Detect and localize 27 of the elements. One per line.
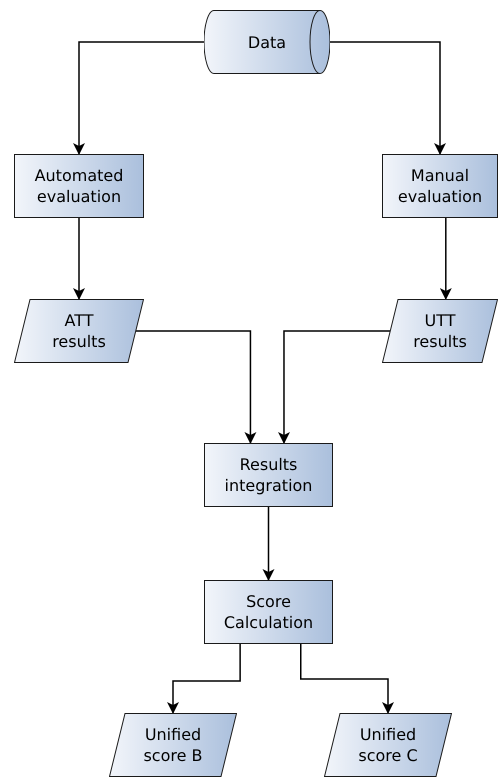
data-parallelogram: [14, 299, 144, 363]
data-parallelogram: [324, 713, 452, 777]
process-box: [204, 580, 333, 644]
node-label: Automated evaluation: [34, 165, 124, 207]
data-parallelogram: [109, 713, 237, 777]
arrow: [262, 507, 274, 581]
arrow: [278, 330, 390, 444]
node-label: Results integration: [224, 454, 314, 496]
process-box: [14, 154, 144, 218]
node-label: Manual evaluation: [396, 165, 484, 207]
arrow: [167, 644, 241, 714]
data-cylinder: [204, 10, 330, 74]
node-label: UTT results: [412, 310, 468, 352]
node-label: Unified score C: [357, 724, 419, 766]
node-label: ATT results: [51, 310, 107, 352]
arrow: [300, 644, 394, 714]
arrow: [136, 330, 256, 444]
process-box: [382, 154, 498, 218]
node-label: Data: [248, 32, 286, 52]
node-label: Unified score B: [142, 724, 204, 766]
arrow: [73, 218, 85, 300]
process-box: [204, 443, 333, 507]
arrow: [330, 41, 446, 155]
arrow: [73, 41, 204, 155]
data-parallelogram: [382, 299, 498, 363]
node-label: Score Calculation: [222, 591, 314, 633]
arrow: [440, 218, 452, 300]
